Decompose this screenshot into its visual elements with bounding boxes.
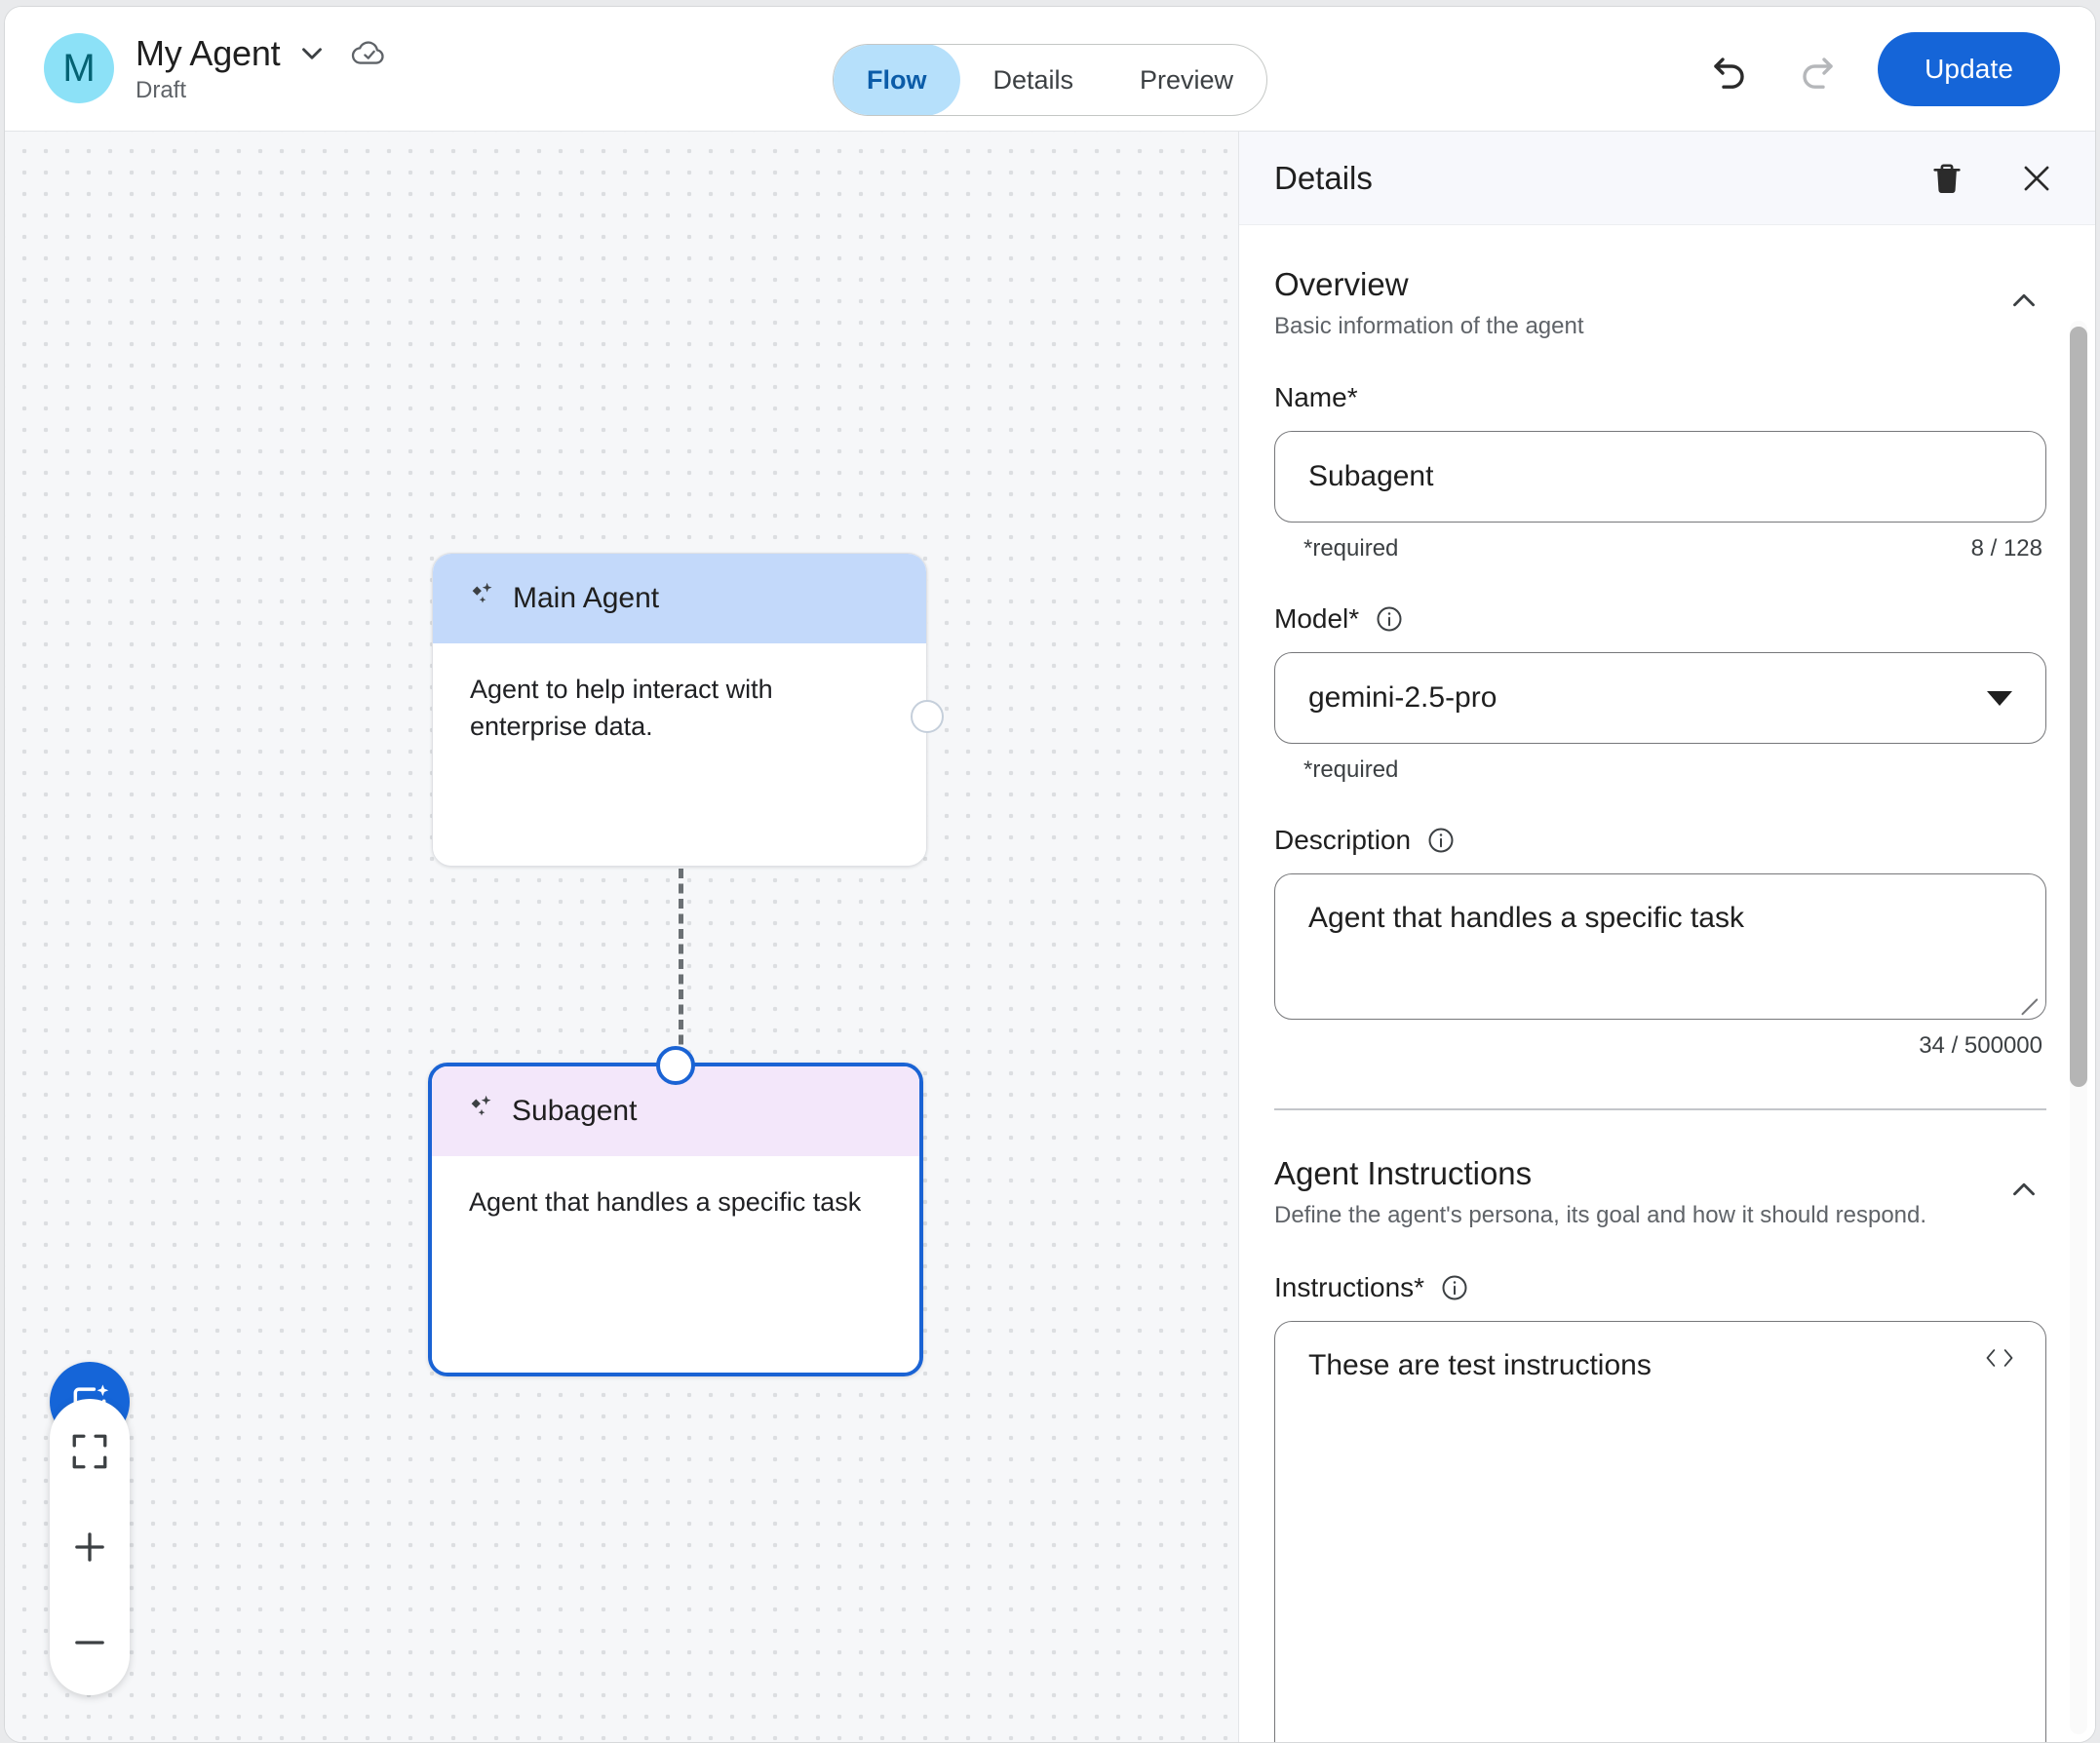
overview-section-text: Overview Basic information of the agent [1274,264,2002,341]
details-panel-content[interactable]: Overview Basic information of the agent … [1239,225,2095,1742]
model-required-hint: *required [1303,756,1399,784]
description-field-group: Description Agent that handles a specifi… [1274,825,2046,1060]
instructions-section-text: Agent Instructions Define the agent's pe… [1274,1153,2002,1230]
instructions-value: These are test instructions [1308,1348,1652,1381]
overview-subtitle: Basic information of the agent [1274,313,1584,340]
fit-to-screen-icon[interactable] [58,1420,121,1483]
node-connector-edge [679,869,683,1060]
details-panel-title: Details [1274,159,1373,196]
page-title: My Agent [136,33,281,74]
undo-icon[interactable] [1702,42,1757,97]
agent-brand-text: My Agent Draft [136,33,389,103]
model-helper-row: *required [1274,756,2046,784]
close-icon[interactable] [2013,155,2060,202]
details-panel: Details [1239,132,2095,1742]
flow-node-main-agent[interactable]: Main Agent Agent to help interact with e… [432,553,944,867]
sparkle-icon [467,1093,496,1130]
model-select[interactable]: gemini-2.5-pro [1274,652,2046,745]
name-required-hint: *required [1303,535,1399,562]
node-header: Main Agent [433,554,926,643]
node-inner: Main Agent Agent to help interact with e… [433,554,926,866]
view-tabs: Flow Details Preview [832,44,1268,116]
tab-flow[interactable]: Flow [833,45,960,115]
overview-section-header: Overview Basic information of the agent [1274,264,2046,341]
node-output-handle[interactable] [911,700,944,733]
instructions-section-subtitle: Define the agent's persona, its goal and… [1274,1202,1927,1229]
cloud-saved-icon[interactable] [350,34,389,73]
tab-preview[interactable]: Preview [1140,64,1234,95]
node-description: Agent to help interact with enterprise d… [433,643,926,746]
zoom-in-icon[interactable] [58,1516,121,1578]
sparkle-icon [468,580,497,617]
update-button[interactable]: Update [1878,31,2060,106]
avatar: M [44,33,114,104]
name-field-group: Name* Subagent *required 8 / 128 [1274,382,2046,562]
agent-brand: M My Agent Draft [44,33,389,104]
node-input-handle[interactable] [656,1046,695,1085]
zoom-controls [50,1399,130,1695]
resize-handle[interactable] [2017,990,2039,1016]
code-brackets-icon[interactable] [1983,1345,2016,1377]
info-icon[interactable] [1440,1273,1469,1302]
name-label: Name* [1274,382,1358,413]
node-description: Agent that handles a specific task [432,1156,919,1221]
model-field-group: Model* gemini-2.5-pro *required [1274,603,2046,784]
instructions-section-header: Agent Instructions Define the agent's pe… [1274,1153,2046,1230]
top-bar-actions: Update [1702,31,2060,106]
info-icon[interactable] [1375,604,1404,634]
name-helper-row: *required 8 / 128 [1274,535,2046,562]
dropdown-arrow-icon [1987,690,2012,706]
chevron-up-icon[interactable] [2002,1167,2046,1212]
tab-details[interactable]: Details [992,64,1073,95]
instructions-section-title: Agent Instructions [1274,1155,1533,1192]
description-label-row: Description [1274,825,2046,856]
model-label: Model* [1274,603,1360,635]
node-title: Main Agent [513,582,660,614]
zoom-out-icon[interactable] [58,1611,121,1674]
chevron-up-icon[interactable] [2002,278,2046,323]
chevron-down-icon[interactable] [295,37,329,70]
top-bar: M My Agent Draft Flo [5,7,2095,132]
agent-title-row: My Agent [136,33,389,73]
instructions-label-row: Instructions* [1274,1272,2046,1303]
node-inner: Subagent Agent that handles a specific t… [432,1066,919,1373]
name-counter: 8 / 128 [1970,535,2042,562]
section-divider [1274,1108,2046,1111]
node-title: Subagent [512,1095,638,1127]
description-label: Description [1274,825,1412,856]
trash-icon[interactable] [1924,155,1970,202]
body-area: Main Agent Agent to help interact with e… [5,132,2095,1742]
description-helper-row: 34 / 500000 [1274,1032,2046,1060]
name-label-row: Name* [1274,382,2046,413]
flow-node-subagent[interactable]: Subagent Agent that handles a specific t… [428,1046,923,1376]
instructions-field-group: Instructions* These are test instruction… [1274,1272,2046,1742]
name-input[interactable]: Subagent [1274,431,2046,523]
model-label-row: Model* [1274,603,2046,635]
overview-title: Overview [1274,266,1409,302]
model-selected-value: gemini-2.5-pro [1308,681,1497,715]
agent-status: Draft [136,76,187,103]
flow-canvas[interactable]: Main Agent Agent to help interact with e… [5,132,1239,1742]
redo-icon[interactable] [1790,42,1845,97]
instructions-label: Instructions* [1274,1271,1425,1302]
description-textarea[interactable]: Agent that handles a specific task [1274,873,2046,1021]
instructions-textarea[interactable]: These are test instructions [1274,1320,2046,1742]
info-icon[interactable] [1426,826,1456,855]
app-window: M My Agent Draft Flo [4,6,2096,1743]
details-panel-actions [1924,155,2060,202]
description-value: Agent that handles a specific task [1308,902,1744,935]
details-panel-header: Details [1239,132,2095,225]
description-counter: 34 / 500000 [1919,1032,2042,1060]
panel-scrollbar-thumb[interactable] [2070,327,2087,1087]
